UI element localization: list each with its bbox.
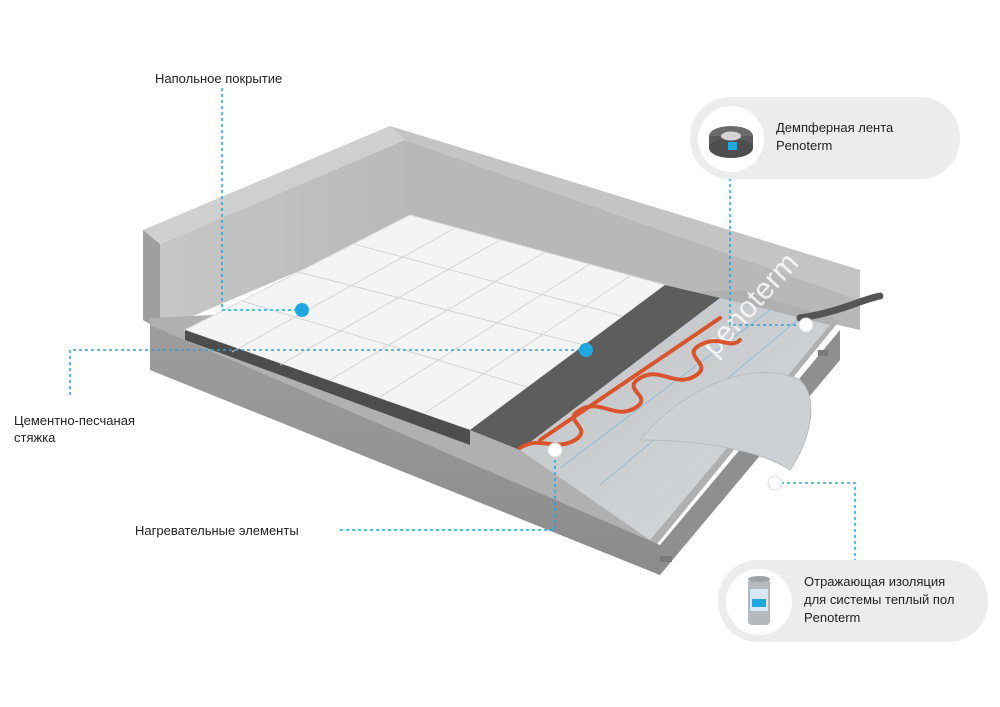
callout-reflective-insulation: Отражающая изоляция для системы теплый п…	[718, 560, 988, 642]
label-screed-line2: стяжка	[14, 430, 56, 445]
peeled-foil-corner	[638, 372, 812, 471]
back-wall	[143, 126, 860, 330]
insulation-line1: Отражающая изоляция	[804, 574, 946, 589]
floor-covering	[183, 214, 667, 445]
insulation-line2: для системы теплый пол	[804, 592, 955, 607]
label-screed: Цементно-песчаная стяжка	[14, 412, 135, 446]
label-heating-elements: Нагревательные элементы	[135, 523, 299, 538]
label-screed-line1: Цементно-песчаная	[14, 413, 135, 428]
damper-line2: Penoterm	[776, 138, 833, 153]
cement-screed	[470, 285, 720, 450]
marker-damper	[798, 317, 814, 333]
tape-roll-icon	[709, 126, 753, 158]
marker-heating	[547, 442, 563, 458]
marker-insulation	[767, 475, 783, 491]
marker-floor	[295, 303, 309, 317]
marker-screed	[579, 343, 593, 357]
label-floor-covering: Напольное покрытие	[155, 71, 283, 86]
markers	[295, 303, 814, 491]
damper-tape-thumbnail	[698, 106, 764, 172]
insulation-thumbnail	[726, 569, 792, 635]
pipe-stubs	[660, 350, 828, 562]
callout-damper-tape: Демпферная лента Penoterm	[690, 97, 960, 179]
insulation-line3: Penoterm	[804, 610, 861, 625]
heating-cable	[518, 316, 742, 450]
leader-lines	[69, 88, 856, 560]
damper-tape	[796, 292, 884, 322]
damper-line1: Демпферная лента	[776, 120, 894, 135]
insulation-roll-icon	[748, 576, 770, 625]
